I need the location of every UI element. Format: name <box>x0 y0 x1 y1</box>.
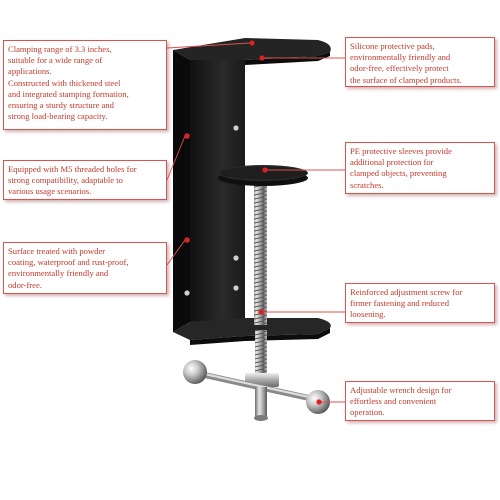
adjustment-screw <box>254 185 267 325</box>
callout-pe-protective-sleeves: PE protective sleeves provide additional… <box>345 142 495 194</box>
callout-m5-threaded-holes: Equipped with M5 threaded holes for stro… <box>3 160 167 200</box>
m5-hole <box>184 290 190 296</box>
pressure-pad <box>218 165 308 186</box>
callout-powder-coating: Surface treated with powder coating, wat… <box>3 242 167 294</box>
adjustment-screw-lower <box>255 330 267 380</box>
callout-adjustment-screw: Reinforced adjustment screw for firmer f… <box>345 283 495 323</box>
callout-silicone-pads: Silicone protective pads, environmentall… <box>345 37 495 87</box>
callout-clamping-range: Clamping range of 3.3 inches, suitable f… <box>3 40 167 130</box>
m5-hole <box>233 255 239 261</box>
bottom-jaw <box>173 318 331 345</box>
m5-hole <box>233 285 239 291</box>
wrench-handle <box>183 360 330 421</box>
callout-connectors <box>166 40 345 405</box>
clamp-body <box>173 50 245 332</box>
callout-adjustable-wrench: Adjustable wrench design for effortless … <box>345 381 495 421</box>
m5-hole <box>233 125 239 131</box>
